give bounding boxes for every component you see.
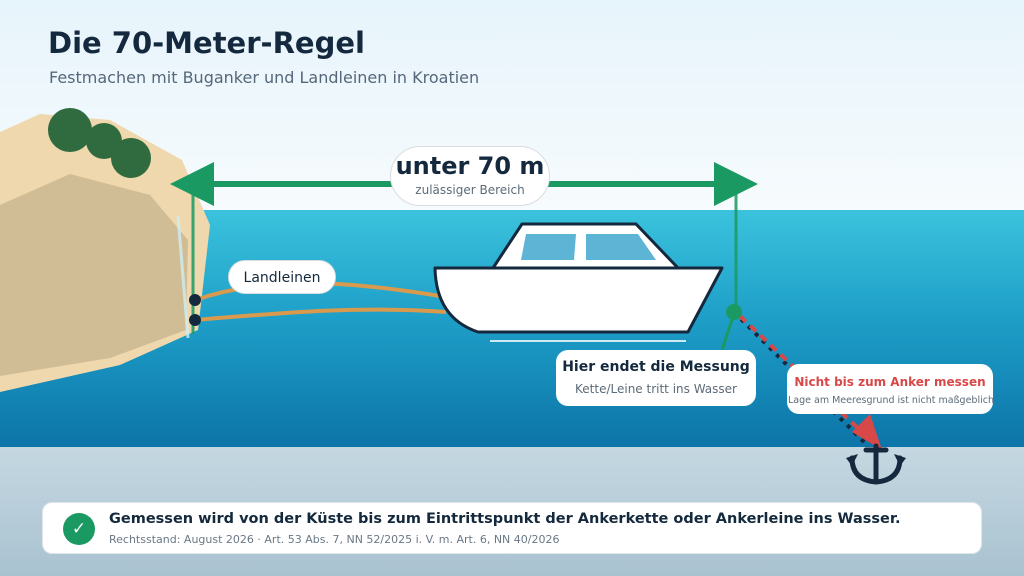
tree (111, 138, 151, 178)
distance-caption: zulässiger Bereich (415, 183, 525, 197)
anchor-warning-callout: Nicht bis zum Anker messen Lage am Meere… (787, 364, 993, 414)
measurement-end-caption: Kette/Leine tritt ins Wasser (575, 382, 737, 396)
info-main-text: Gemessen wird von der Küste bis zum Eint… (109, 511, 901, 527)
boat (433, 222, 724, 342)
info-box: ✓ Gemessen wird von der Küste bis zum Ei… (42, 502, 982, 554)
distance-label: unter 70 m zulässiger Bereich (390, 146, 550, 206)
page-title: Die 70-Meter-Regel (48, 26, 365, 60)
anchor-warning-caption: Lage am Meeresgrund ist nicht maßgeblich (788, 395, 993, 406)
mooring-point (189, 294, 201, 306)
arrowhead-right (714, 162, 758, 206)
distance-value: unter 70 m (395, 152, 545, 180)
red-arrowhead (852, 414, 882, 450)
mooring-point (189, 314, 201, 326)
water-entry-point (726, 304, 742, 320)
legal-reference: Rechtsstand: August 2026 · Art. 53 Abs. … (109, 533, 560, 546)
shore-cliff (0, 108, 210, 392)
measurement-end-title: Hier endet die Messung (562, 359, 750, 375)
arrowhead-left (170, 162, 214, 206)
anchor-icon (846, 443, 906, 485)
tree (48, 108, 92, 152)
shore-lines-label: Landleinen (228, 260, 336, 294)
page-subtitle: Festmachen mit Buganker und Landleinen i… (49, 68, 480, 87)
measurement-end-callout: Hier endet die Messung Kette/Leine tritt… (556, 350, 756, 406)
check-icon: ✓ (63, 513, 95, 545)
anchor-warning-title: Nicht bis zum Anker messen (794, 375, 986, 389)
